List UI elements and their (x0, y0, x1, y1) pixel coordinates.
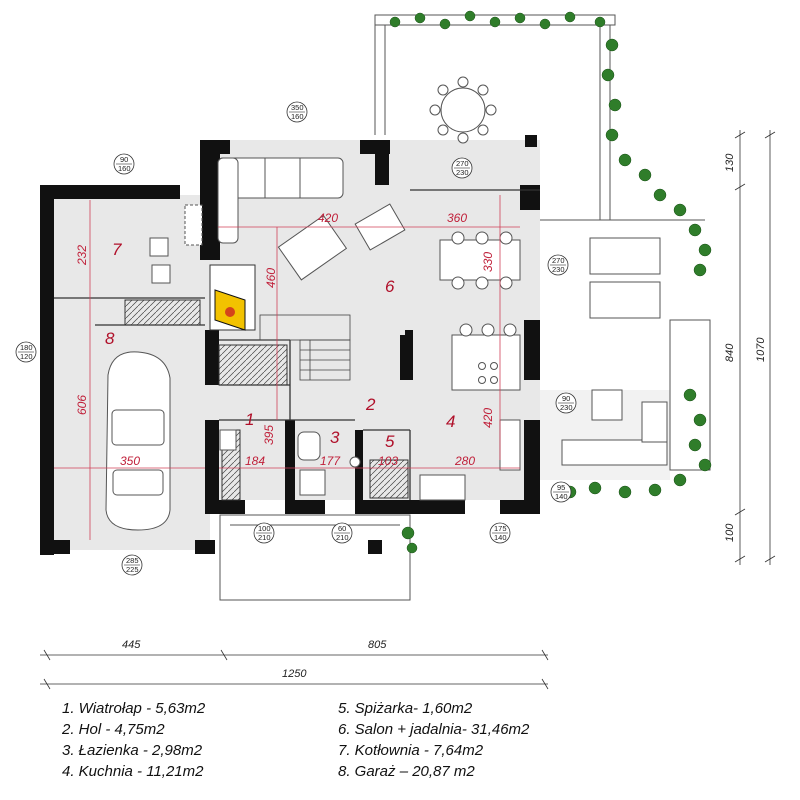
furniture (105, 76, 668, 531)
interior-dims: 420 360 330 460 232 606 350 184 395 177 … (75, 211, 495, 468)
room-number-4: 4 (446, 412, 455, 431)
legend-item-1: 1. Wiatrołap - 5,63m2 (62, 700, 206, 717)
svg-text:210: 210 (336, 533, 349, 542)
svg-text:120: 120 (20, 352, 33, 361)
dim-184: 184 (245, 454, 265, 468)
dim-330: 330 (481, 252, 495, 272)
dim-840: 840 (724, 343, 736, 362)
interior-dim-lines (54, 195, 520, 540)
svg-text:210: 210 (258, 533, 271, 542)
legend-item-6: 6. Salon + jadalnia- 31,46m2 (338, 721, 530, 738)
room-number-7: 7 (112, 240, 122, 259)
legend-item-7: 7. Kotłownia - 7,64m2 (338, 742, 484, 759)
svg-text:160: 160 (291, 112, 304, 121)
svg-text:90: 90 (562, 394, 570, 403)
legend-item-3: 3. Łazienka - 2,98m2 (62, 742, 203, 759)
legend-item-8: 8. Garaż – 20,87 m2 (338, 763, 475, 780)
svg-text:285: 285 (126, 556, 139, 565)
legend-item-5: 5. Spiżarka- 1,60m2 (338, 700, 473, 717)
svg-text:270: 270 (552, 256, 565, 265)
dim-100: 100 (724, 523, 736, 542)
room-number-3: 3 (330, 428, 340, 447)
dim-360: 360 (447, 211, 467, 225)
room-number-6: 6 (385, 277, 395, 296)
outer-dim-lines (40, 130, 776, 690)
dim-103: 103 (378, 454, 398, 468)
room-number-5: 5 (385, 432, 395, 451)
outer-dims: 445 805 1250 130 840 1070 100 (122, 153, 767, 680)
svg-text:230: 230 (560, 403, 573, 412)
svg-text:230: 230 (456, 168, 469, 177)
svg-text:180: 180 (20, 343, 33, 352)
greenery (389, 10, 712, 554)
dim-420-kitchen: 420 (481, 408, 495, 428)
dim-232: 232 (75, 245, 89, 266)
room-number-2: 2 (365, 395, 376, 414)
dim-130: 130 (724, 153, 736, 172)
svg-text:175: 175 (494, 524, 507, 533)
svg-text:95: 95 (557, 483, 565, 492)
svg-text:225: 225 (126, 565, 139, 574)
svg-text:140: 140 (494, 533, 507, 542)
svg-text:60: 60 (338, 524, 346, 533)
room-numbers: 6 7 8 1 2 3 5 4 (105, 240, 455, 451)
svg-text:100: 100 (258, 524, 271, 533)
legend-item-2: 2. Hol - 4,75m2 (62, 721, 165, 738)
svg-text:270: 270 (456, 159, 469, 168)
dim-445: 445 (122, 639, 141, 651)
dim-805: 805 (368, 639, 387, 651)
dim-350: 350 (120, 454, 140, 468)
dim-280: 280 (454, 454, 475, 468)
walls (40, 135, 540, 555)
room-number-8: 8 (105, 329, 115, 348)
dim-1250: 1250 (282, 668, 307, 680)
dim-606: 606 (75, 395, 89, 415)
stairs (259, 314, 351, 381)
dim-1070: 1070 (755, 337, 767, 362)
room-number-1: 1 (245, 410, 254, 429)
svg-text:160: 160 (118, 164, 131, 173)
fireplace (214, 289, 246, 331)
dim-395: 395 (262, 425, 276, 445)
legend-item-4: 4. Kuchnia - 11,21m2 (62, 763, 204, 780)
svg-text:140: 140 (555, 492, 568, 501)
dim-177: 177 (320, 454, 341, 468)
dim-460: 460 (264, 268, 278, 288)
svg-text:350: 350 (291, 103, 304, 112)
svg-text:230: 230 (552, 265, 565, 274)
svg-text:90: 90 (120, 155, 128, 164)
dim-420-top: 420 (318, 211, 338, 225)
